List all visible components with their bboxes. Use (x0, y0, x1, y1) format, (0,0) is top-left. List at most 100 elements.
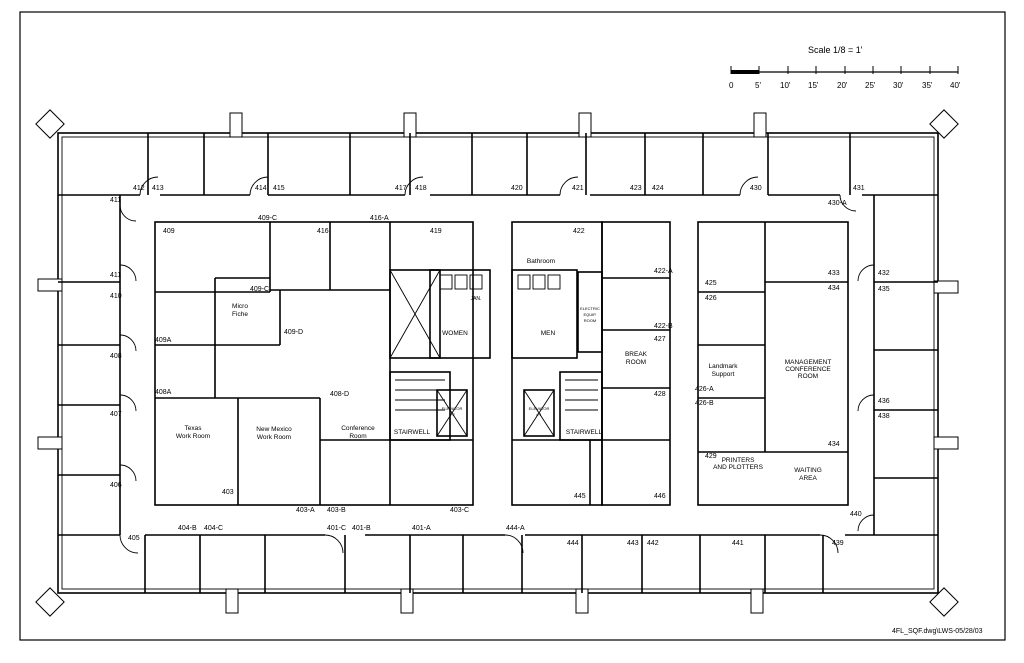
room-number: 430-A (828, 200, 847, 207)
room-number: 405 (128, 535, 140, 542)
room-number: 408A (155, 389, 172, 396)
room-number: 411 (110, 197, 121, 204)
texas-room-label: Work Room (176, 433, 210, 440)
conference-room-label: Conference (341, 425, 375, 432)
men-restroom-label: MEN (541, 330, 556, 337)
room-number: 416-A (370, 215, 389, 222)
conference-room-label: Room (349, 433, 366, 440)
women-restroom-label: WOMEN (442, 330, 468, 337)
scale-tick: 35' (922, 81, 933, 90)
room-number: 435 (878, 286, 890, 293)
scale-tick: 10' (780, 81, 791, 90)
room-number: 406 (110, 482, 122, 489)
room-number: 409A (155, 337, 172, 344)
scale-tick: 25' (865, 81, 876, 90)
file-reference: 4FL_SQF.dwg\LWS-05/28/03 (892, 628, 983, 635)
room-number: 408 (110, 353, 122, 360)
scale-tick: 40' (950, 81, 961, 90)
room-number: 444-A (506, 525, 525, 532)
door-swings (119, 176, 875, 554)
room-number: 401-A (412, 525, 431, 532)
room-number: 418 (415, 185, 427, 192)
scale-bar: Scale 1/8 = 1' 0 5' 10' 15' 20' 25' 30' … (729, 45, 961, 90)
room-number: 409-C (258, 215, 277, 222)
room-number: 425 (705, 280, 717, 287)
room-number: 428 (654, 391, 666, 398)
room-number: 444 (567, 540, 579, 547)
landmark-support-label: Support (712, 371, 735, 378)
room-number: 419 (430, 228, 442, 235)
room-number: 420 (511, 185, 523, 192)
room-number: 403 (222, 489, 234, 496)
room-number: 407 (110, 411, 122, 418)
scale-title: Scale 1/8 = 1' (808, 45, 863, 55)
room-number: 424 (652, 185, 664, 192)
waiting-area-label: WAITING (794, 467, 822, 474)
electric-room-label: ELECTRIC (580, 306, 600, 311)
new-mexico-room-label: New Mexico (256, 426, 292, 433)
printers-label: AND PLOTTERS (713, 464, 764, 471)
room-number: 442 (647, 540, 659, 547)
room-number: 426-B (695, 400, 714, 407)
room-number: 417 (395, 185, 407, 192)
room-number: 401-C (327, 525, 346, 532)
texas-room-label: Texas (185, 425, 203, 432)
elevator-label: # 2 (449, 412, 455, 417)
room-number: 401-B (352, 525, 371, 532)
break-room-label: BREAK (625, 351, 648, 358)
core-services (389, 221, 603, 506)
room-number: 434 (828, 285, 840, 292)
room-number: 412 (133, 185, 145, 192)
room-number: 430 (750, 185, 762, 192)
perimeter-offices (58, 133, 938, 593)
management-room-label: ROOM (798, 373, 818, 380)
management-room-label: MANAGEMENT (785, 359, 832, 366)
janitor-label: JAN. (471, 296, 482, 302)
room-number: 434 (828, 441, 840, 448)
scale-tick: 5' (755, 81, 761, 90)
room-number: 431 (853, 185, 865, 192)
left-core (154, 221, 474, 506)
room-number: 403-A (296, 507, 315, 514)
management-room-label: CONFERENCE (785, 366, 831, 373)
room-number: 404-C (204, 525, 223, 532)
scale-tick: 0 (729, 81, 734, 90)
room-number: 410 (110, 293, 122, 300)
elevator-label: # 1 (536, 412, 542, 417)
room-number: 411 (110, 272, 121, 279)
room-number: 446 (654, 493, 666, 500)
room-number: 414 (255, 185, 267, 192)
room-number: 443 (627, 540, 639, 547)
room-number: 409-D (284, 329, 303, 336)
room-number: 413 (152, 185, 164, 192)
room-number: 422-B (654, 323, 673, 330)
exterior-walls (57, 132, 939, 594)
room-number: 422-A (654, 268, 673, 275)
stairwell-label: STAIRWELL (394, 429, 431, 436)
micro-fiche-label: Fiche (232, 311, 248, 318)
room-number: 433 (828, 270, 840, 277)
room-number: 439 (832, 540, 844, 547)
room-numbers: 412 413 414 415 417 418 420 421 423 424 … (110, 185, 890, 547)
room-number: 436 (878, 398, 890, 405)
bathroom-label: Bathroom (527, 258, 555, 265)
micro-fiche-label: Micro (232, 303, 248, 310)
room-number: 432 (878, 270, 890, 277)
scale-tick: 15' (808, 81, 819, 90)
scale-tick: 20' (837, 81, 848, 90)
space-names: Micro Fiche Texas Work Room New Mexico W… (176, 258, 832, 482)
room-number: 416 (317, 228, 329, 235)
right-core (589, 221, 849, 506)
room-number: 429 (705, 453, 717, 460)
room-number: 438 (878, 413, 890, 420)
room-number: 415 (273, 185, 285, 192)
electric-room-label: ROOM (584, 318, 596, 323)
columns (35, 109, 959, 617)
elevator-label: ELEVATOR (442, 406, 463, 411)
room-number: 403-C (450, 507, 469, 514)
room-number: 445 (574, 493, 586, 500)
room-number: 422 (573, 228, 585, 235)
room-number: 408-D (330, 391, 349, 398)
room-number: 441 (732, 540, 744, 547)
